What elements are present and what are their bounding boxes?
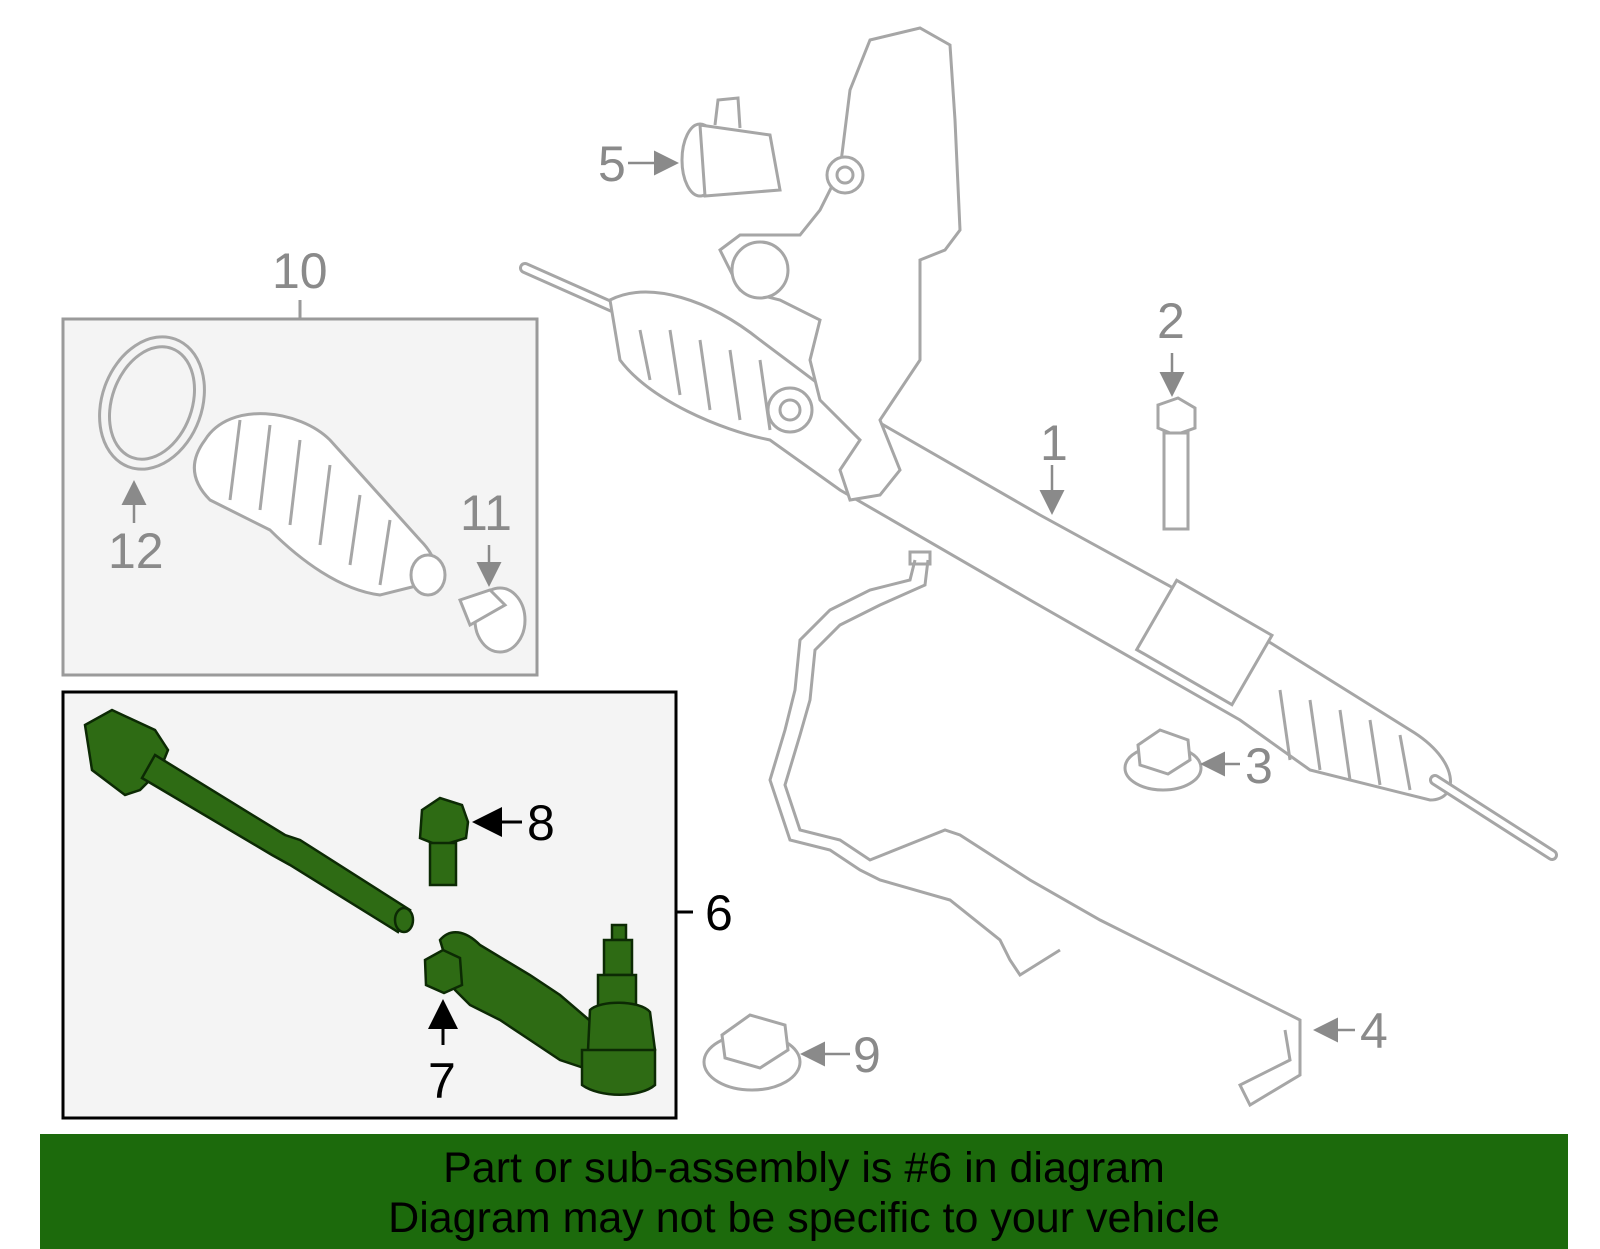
callout-4: 4 [1360,1003,1388,1059]
callout-8: 8 [527,795,555,851]
part-12-clamp-ring [98,335,206,471]
leader-arrows [121,150,1355,1067]
callout-6: 6 [705,885,733,941]
part-4-hydraulic-line [768,550,1302,1108]
callout-5: 5 [598,136,626,192]
part-2-bolt [1156,396,1197,531]
steering-valve-housing [718,26,962,502]
part-9-nut [702,1013,802,1092]
part-6-outer-tie-rod-end [423,923,657,1096]
part-3-nut [1123,728,1203,792]
callout-3: 3 [1245,738,1273,794]
part-8-bolt [418,796,470,887]
callout-1: 1 [1040,415,1068,471]
callout-9: 9 [853,1027,881,1083]
banner-line-2: Diagram may not be specific to your vehi… [388,1194,1220,1242]
part-5-sensor [680,96,782,198]
callout-12: 12 [108,523,164,579]
info-banner: Part or sub-assembly is #6 in diagram Di… [40,1134,1568,1249]
callout-10: 10 [272,243,328,299]
part-1-steering-rack [519,262,1558,861]
part-6-inner-tie-rod [83,708,415,934]
callout-7: 7 [428,1053,456,1109]
callout-2: 2 [1157,293,1185,349]
part-11-clamp [458,586,527,654]
callout-11: 11 [460,485,512,541]
steering-boot [192,412,447,597]
banner-line-1: Part or sub-assembly is #6 in diagram [443,1144,1165,1192]
